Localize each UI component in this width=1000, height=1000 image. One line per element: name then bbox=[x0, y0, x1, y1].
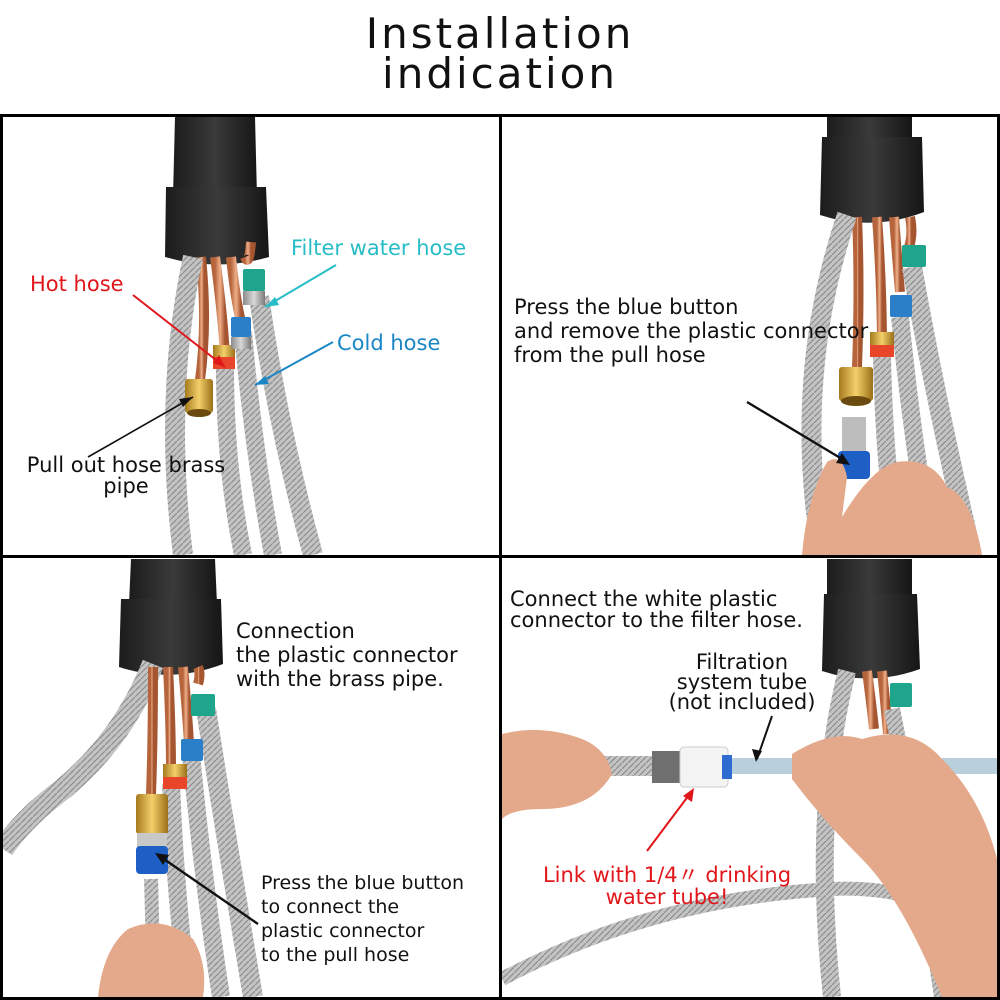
hex-nut bbox=[652, 751, 680, 783]
title-line-1: Installation bbox=[365, 9, 635, 58]
connect-line-2: connector to the filter hose. bbox=[510, 608, 803, 632]
hand bbox=[802, 459, 982, 555]
brass-arrow bbox=[87, 396, 194, 458]
press-line-3: plastic connector bbox=[261, 920, 425, 942]
filtration-line-3: (not included) bbox=[668, 690, 816, 714]
connect-line-1: Connect the white plastic bbox=[510, 587, 778, 611]
cold-ring bbox=[181, 739, 203, 761]
brass-pipe-label-line-1: Pull out hose brass bbox=[26, 453, 226, 477]
brass-pipe-fitting bbox=[136, 794, 168, 834]
hot-fitting bbox=[213, 345, 235, 359]
filter-ring bbox=[191, 694, 215, 716]
brass-pipe-label: Pull out hose brass pipe bbox=[15, 455, 237, 497]
faucet-hoses-illustration bbox=[87, 117, 337, 555]
hot-ring bbox=[163, 777, 187, 789]
filter-arrow bbox=[264, 264, 337, 308]
faucet-body bbox=[129, 559, 217, 604]
brass-pipe-fitting bbox=[185, 379, 213, 413]
cold-hose-label: Cold hose bbox=[337, 331, 441, 355]
grid-horizontal-divider bbox=[0, 555, 1000, 558]
connect-white-connector-label: Connect the white plastic connector to t… bbox=[510, 589, 803, 631]
left-hand bbox=[502, 730, 612, 819]
cold-braided-hose bbox=[234, 331, 282, 555]
remove-connector-line-2: and remove the plastic connector bbox=[514, 319, 869, 343]
link-line-1: Link with 1/4〃 drinking bbox=[542, 863, 792, 887]
remove-connector-line-1: Press the blue button bbox=[514, 295, 739, 319]
blue-button bbox=[838, 451, 870, 479]
press-line-4: to the pull hose bbox=[261, 944, 410, 966]
instruction-grid: Filter water hose Hot hose Cold hose Pul… bbox=[0, 114, 1000, 1000]
filter-water-hose-label: Filter water hose bbox=[291, 236, 467, 260]
blue-button bbox=[136, 846, 168, 874]
filter-ring bbox=[890, 683, 912, 707]
faucet-nut bbox=[820, 137, 924, 223]
panel-step-2: Press the blue button and remove the pla… bbox=[502, 117, 997, 555]
press-line-1: Press the blue button bbox=[261, 872, 465, 894]
connection-line-1: Connection bbox=[236, 619, 355, 643]
connection-label: Connection the plastic connector with th… bbox=[236, 619, 458, 691]
faucet-body bbox=[827, 559, 912, 599]
remove-connector-illustration bbox=[746, 117, 982, 555]
page-title: Installation indication bbox=[0, 9, 1000, 98]
pull-out-hose bbox=[3, 659, 164, 856]
panel-step-4: Connect the white plastic connector to t… bbox=[502, 559, 997, 997]
panel-step-1: Filter water hose Hot hose Cold hose Pul… bbox=[3, 117, 499, 555]
faucet-nut bbox=[165, 187, 269, 265]
hot-hose-label: Hot hose bbox=[30, 272, 124, 296]
copper-pipe bbox=[240, 241, 256, 265]
press-line-2: to connect the bbox=[261, 896, 400, 918]
plastic-connector bbox=[842, 417, 866, 453]
filter-braided-hose bbox=[249, 295, 323, 555]
filtration-tube-label: Filtration system tube (not included) bbox=[657, 650, 827, 714]
cold-ring bbox=[890, 295, 912, 317]
remove-connector-line-3: from the pull hose bbox=[514, 343, 706, 367]
filter-ring bbox=[243, 269, 265, 291]
cold-ring bbox=[231, 317, 251, 337]
plastic-connector bbox=[137, 833, 167, 847]
brass-pipe-label-line-2: pipe bbox=[103, 474, 149, 498]
faucet-nut bbox=[119, 599, 223, 675]
arrow bbox=[157, 854, 259, 925]
remove-connector-label: Press the blue button and remove the pla… bbox=[514, 295, 868, 367]
filtration-line-2: system tube bbox=[676, 670, 808, 694]
faucet-body bbox=[173, 117, 257, 197]
connect-filter-tube-illustration bbox=[502, 559, 997, 997]
hot-braided-hose bbox=[216, 366, 252, 555]
hot-ring bbox=[870, 345, 894, 357]
arrow bbox=[746, 400, 848, 464]
connection-line-3: with the brass pipe. bbox=[236, 667, 444, 691]
panel-step-3: Connection the plastic connector with th… bbox=[3, 559, 499, 997]
brass-pipe-fitting bbox=[839, 367, 873, 401]
connect-brass-illustration bbox=[3, 559, 263, 997]
faucet-nut bbox=[822, 594, 920, 679]
cold-arrow bbox=[254, 341, 334, 386]
right-hand bbox=[792, 734, 997, 997]
link-tube-label: Link with 1/4〃 drinking water tube! bbox=[522, 864, 812, 908]
filtration-line-1: Filtration bbox=[695, 650, 789, 674]
hot-arrow bbox=[132, 294, 226, 368]
press-blue-button-label: Press the blue button to connect the pla… bbox=[261, 871, 464, 967]
filter-ring bbox=[902, 245, 926, 267]
connection-line-2: the plastic connector bbox=[236, 643, 458, 667]
copper-pipe bbox=[194, 256, 210, 388]
link-arrow bbox=[646, 790, 693, 852]
link-line-2: water tube! bbox=[605, 885, 729, 909]
hand bbox=[98, 923, 205, 997]
pull-out-hose bbox=[165, 254, 203, 555]
title-line-2: indication bbox=[382, 49, 618, 98]
